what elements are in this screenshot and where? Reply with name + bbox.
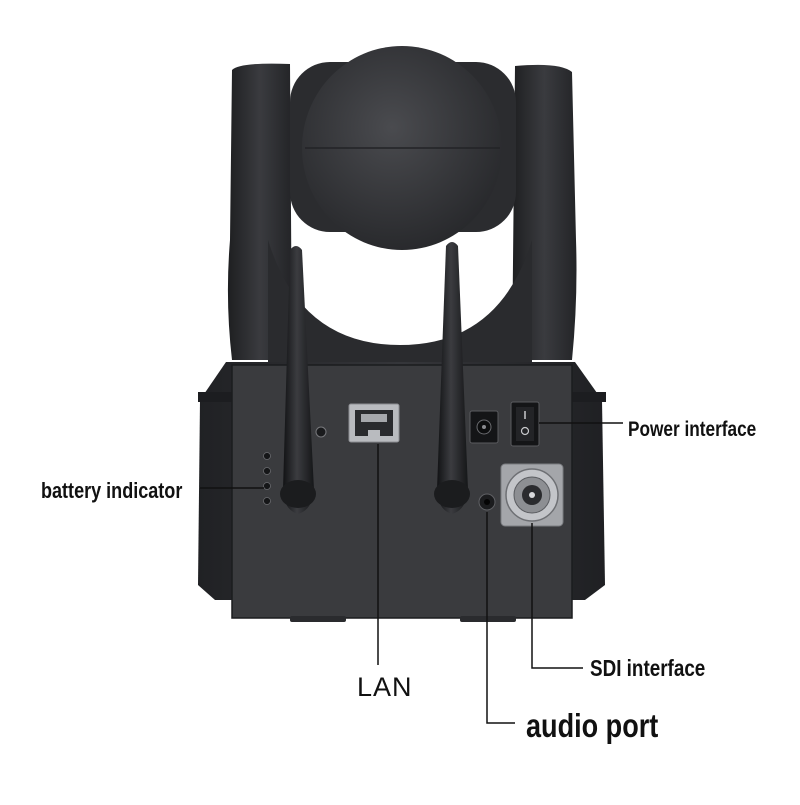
audio-jack	[478, 493, 496, 511]
antenna-right	[434, 242, 470, 514]
power-interface-label: Power interface	[628, 418, 757, 441]
power-jack	[469, 410, 499, 444]
audio-port-label: audio port	[526, 707, 659, 744]
lan-label: LAN	[357, 672, 413, 702]
yoke-bridge	[268, 240, 532, 362]
callout-lines	[200, 422, 623, 724]
sdi-connector	[500, 463, 564, 527]
battery-indicator-leds	[263, 452, 271, 505]
battery-indicator-label: battery indicator	[41, 478, 183, 503]
power-switch	[510, 401, 540, 447]
sdi-interface-label: SDI interface	[590, 655, 706, 681]
lan-port	[348, 403, 400, 443]
callout-line-sdi	[531, 523, 583, 669]
callout-line-audio	[486, 512, 515, 724]
antenna-left	[280, 246, 316, 514]
status-light	[315, 426, 327, 438]
